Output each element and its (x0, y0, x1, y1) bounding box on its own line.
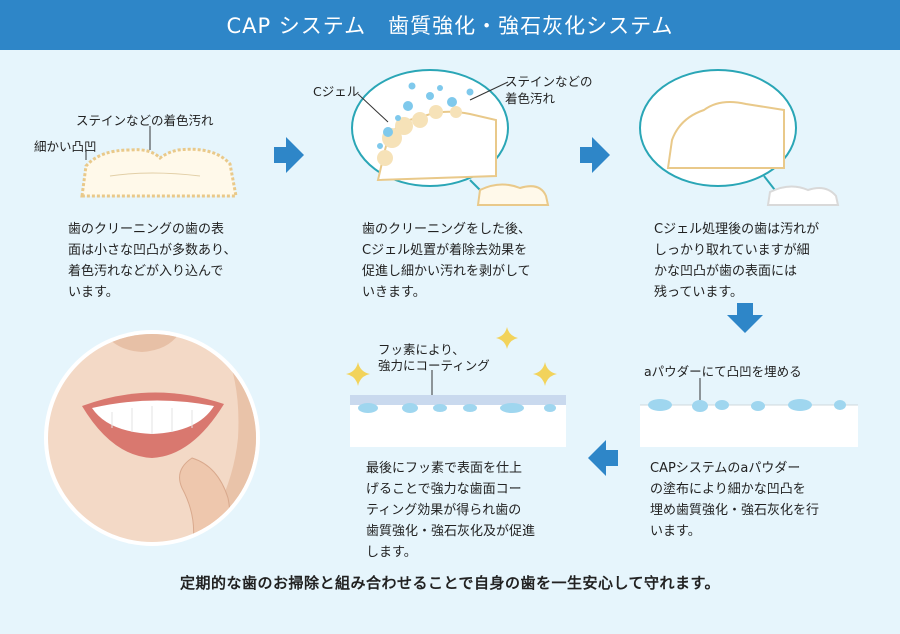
step2-cgel-label: Cジェル (313, 84, 360, 99)
step5-coat-label-2: 強力にコーティング (378, 358, 490, 373)
step2-desc-line: いきます。 (362, 285, 426, 300)
step1-stain-label: ステインなどの着色汚れ (76, 113, 214, 128)
header-title: CAP システム 歯質強化・強石灰化システム (0, 0, 900, 50)
step4-desc-line: CAPシステムのaパウダー (650, 461, 801, 476)
step4-desc-line: 埋め歯質強化・強石灰化を行 (650, 503, 820, 518)
step3-desc-line: かな凹凸が歯の表面には (654, 264, 798, 279)
step2-stain-label-1: ステインなどの (505, 74, 593, 89)
arrow-down-icon (727, 303, 763, 333)
step4-desc-line: います。 (650, 524, 701, 539)
smiling-woman-photo (44, 330, 260, 546)
step2-desc-line: Cジェル処置が着除去効果を (362, 243, 528, 258)
footer-message: 定期的な歯のお掃除と組み合わせることで自身の歯を一生安心して守れます。 (179, 574, 721, 592)
arrow-left-icon (588, 440, 618, 476)
step2-desc-line: 促進し細かい汚れを剥がして (362, 264, 531, 279)
step2-description: 歯のクリーニングをした後、 Cジェル処置が着除去効果を 促進し細かい汚れを剥がし… (362, 219, 572, 303)
step1-desc-line: います。 (68, 285, 119, 300)
step5-desc-line: します。 (366, 545, 417, 560)
step5-description: 最後にフッ素で表面を仕上 げることで強力な歯面コー ティング効果が得られ歯の 歯… (366, 458, 576, 563)
step3-description: Cジェル処理後の歯は汚れが しっかり取れていますが細 かな凹凸が歯の表面には 残… (654, 219, 864, 303)
step2-stain-label-2: 着色汚れ (505, 91, 556, 106)
step5-desc-line: げることで強力な歯面コー (366, 482, 522, 497)
step3-desc-line: しっかり取れていますが細 (654, 243, 810, 258)
step5-desc-line: 最後にフッ素で表面を仕上 (366, 461, 523, 476)
step4-desc-line: の塗布により細かな凹凸を (650, 482, 806, 497)
step5-coat-label-1: フッ素により、 (378, 342, 465, 357)
step4-powder-label: aパウダーにて凸凹を埋める (644, 364, 802, 379)
step5-desc-line: ティング効果が得られ歯の (366, 503, 522, 518)
step2-desc-line: 歯のクリーニングをした後、 (362, 222, 532, 237)
step1-desc-line: 歯のクリーニングの歯の表 (68, 222, 225, 237)
arrow-right-icon (274, 137, 304, 173)
step1-description: 歯のクリーニングの歯の表 面は小さな凹凸が多数あり、 着色汚れなどが入り込んで … (68, 219, 268, 303)
step1-desc-line: 着色汚れなどが入り込んで (68, 264, 224, 279)
step3-desc-line: Cジェル処理後の歯は汚れが (654, 222, 820, 237)
step5-desc-line: 歯質強化・強石灰化及が促進 (366, 524, 536, 539)
step3-desc-line: 残っています。 (654, 285, 744, 300)
step4-description: CAPシステムのaパウダー の塗布により細かな凹凸を 埋め歯質強化・強石灰化を行… (650, 458, 860, 542)
step1-desc-line: 面は小さな凹凸が多数あり、 (68, 243, 237, 258)
step1-bumps-label: 細かい凸凹 (34, 139, 97, 154)
arrow-right-icon (580, 137, 610, 173)
